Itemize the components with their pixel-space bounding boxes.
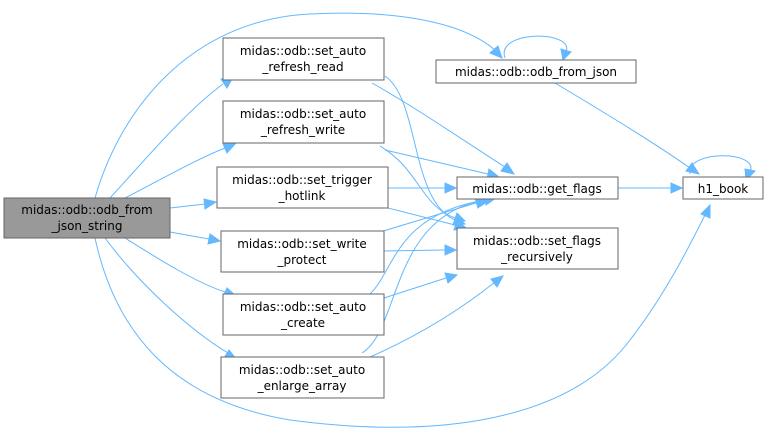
node-label-line: _create: [280, 316, 325, 330]
node-set-write-protect[interactable]: midas::odb::set_write _protect: [220, 230, 385, 273]
node-label-line: midas::odb::odb_from_json: [455, 65, 617, 79]
node-label-line: midas::odb::set_auto: [240, 300, 366, 314]
node-label-line: midas::odb::set_write: [237, 237, 367, 251]
node-set-flags-recursively[interactable]: midas::odb::set_flags _recursively: [456, 227, 619, 270]
edge-root-to-odb-from-json: [94, 12, 503, 199]
edge-set-write-protect-to-set-flags-recursively: [383, 244, 458, 256]
node-get-flags[interactable]: midas::odb::get_flags: [456, 176, 619, 200]
edge-odb-from-json-self-loop: [503, 35, 572, 62]
node-label-line: h1_book: [698, 182, 749, 196]
node-label-line: midas::odb::set_trigger: [232, 173, 372, 187]
node-set-auto-create[interactable]: midas::odb::set_auto _create: [222, 293, 385, 336]
edge-get-flags-to-h1-book: [618, 182, 684, 194]
edge-set-auto-create-to-set-flags-recursively: [383, 272, 459, 299]
node-label-line: _protect: [276, 253, 326, 267]
node-label-line: midas::odb::odb_from: [21, 203, 153, 217]
edge-set-auto-refresh-read-to-set-flags-recursively: [384, 75, 467, 226]
node-label-line: _refresh_write: [260, 123, 345, 137]
node-label-line: midas::odb::get_flags: [472, 182, 601, 196]
node-label-line: _hotlink: [278, 189, 326, 203]
node-odb-from-json[interactable]: midas::odb::odb_from_json: [435, 59, 637, 84]
node-label-line: midas::odb::set_auto: [239, 363, 365, 377]
edge-odb-from-json-to-h1-book: [554, 82, 701, 175]
edge-set-auto-enlarge-array-to-set-flags-recursively: [369, 275, 504, 358]
node-h1-book[interactable]: h1_book: [682, 176, 764, 200]
node-set-auto-refresh-read[interactable]: midas::odb::set_auto _refresh_read: [222, 37, 385, 81]
node-label-line: midas::odb::set_auto: [240, 107, 366, 121]
node-label-line: _enlarge_array: [257, 379, 347, 393]
node-label-line: midas::odb::set_auto: [240, 44, 366, 58]
edge-root-to-set-auto-enlarge-array: [104, 237, 239, 361]
edge-root-to-set-auto-refresh-read: [109, 76, 234, 199]
node-label-line: midas::odb::set_flags: [473, 234, 601, 248]
edge-set-auto-refresh-read-to-get-flags: [371, 82, 516, 175]
edge-root-to-set-auto-create: [124, 237, 238, 298]
node-label-line: _recursively: [500, 250, 573, 264]
node-set-trigger-hotlink[interactable]: midas::odb::set_trigger _hotlink: [216, 166, 389, 209]
node-set-auto-refresh-write[interactable]: midas::odb::set_auto _refresh_write: [222, 100, 385, 144]
edge-root-to-set-trigger-hotlink: [169, 198, 218, 210]
edge-set-auto-refresh-write-to-set-flags-recursively: [379, 145, 467, 223]
edge-h1-book-self-loop: [689, 155, 757, 182]
node-label-line: _json_string: [51, 219, 123, 233]
node-odb-from-json-string[interactable]: midas::odb::odb_from _json_string: [3, 197, 171, 239]
node-label-line: _refresh_read: [261, 60, 343, 74]
node-set-auto-enlarge-array[interactable]: midas::odb::set_auto _enlarge_array: [220, 356, 385, 399]
edge-set-trigger-hotlink-to-get-flags: [388, 182, 458, 194]
edge-root-to-h1-book: [94, 203, 711, 428]
edge-root-to-set-write-protect: [169, 231, 222, 245]
